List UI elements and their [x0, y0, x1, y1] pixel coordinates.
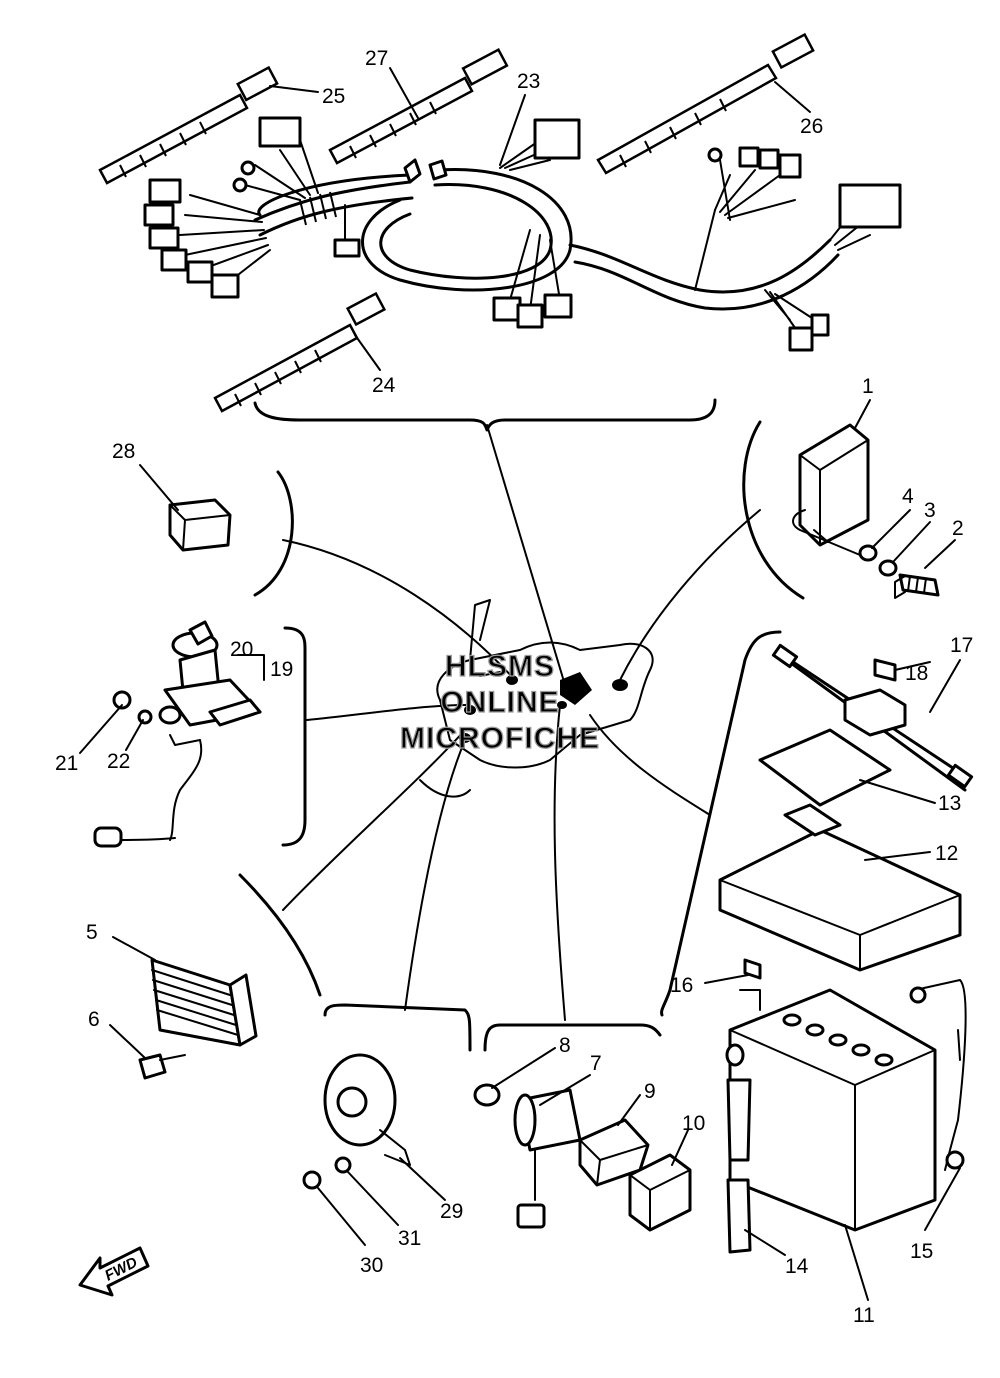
callout-28: 28	[112, 440, 135, 463]
callout-25: 25	[322, 85, 345, 108]
watermark-line-3: MICROFICHE	[400, 722, 600, 755]
callout-2: 2	[952, 517, 964, 540]
part-28-relay	[168, 498, 232, 552]
leader-lines	[282, 424, 761, 1021]
part-29-horn	[302, 1053, 411, 1190]
part-17-fuse-assembly	[771, 643, 974, 792]
callout-30: 30	[360, 1254, 383, 1277]
part-1-cdi-unit	[792, 423, 940, 599]
callout-11: 11	[853, 1304, 875, 1327]
callout-15: 15	[910, 1240, 933, 1263]
group-brackets	[238, 398, 805, 1052]
watermark: HLSMS ONLINE MICROFICHE	[399, 649, 600, 755]
part-11-battery	[725, 958, 967, 1254]
callout-22: 22	[107, 750, 130, 773]
part-7-switch	[473, 1083, 582, 1229]
callout-24: 24	[372, 374, 396, 397]
callout-6: 6	[88, 1008, 100, 1031]
callout-12: 12	[935, 842, 958, 865]
fwd-arrow: FWD	[78, 1246, 150, 1297]
callout-18: 18	[905, 662, 928, 685]
callout-3: 3	[924, 499, 936, 522]
callout-19: 19	[270, 658, 293, 681]
callout-29: 29	[440, 1200, 463, 1223]
callout-4: 4	[902, 485, 914, 508]
callout-5: 5	[86, 921, 98, 944]
part-5-rectifier-regulator	[138, 958, 258, 1080]
callout-26: 26	[800, 115, 823, 138]
callout-13: 13	[938, 792, 961, 815]
part-10-flasher	[628, 1153, 692, 1232]
watermark-line-1: HLSMS	[445, 650, 555, 683]
callout-9: 9	[644, 1080, 656, 1103]
callout-10: 10	[682, 1112, 705, 1135]
callout-23: 23	[517, 70, 540, 93]
callout-21: 21	[55, 752, 78, 775]
callout-17: 17	[950, 634, 973, 657]
callout-16: 16	[670, 974, 693, 997]
cable-tie-25	[98, 65, 279, 185]
cable-tie-24	[213, 291, 387, 413]
frame-location-view	[419, 599, 654, 798]
callout-labels: 25 27 23 26 24 1 4 3 2 28 20 19 21 22 5 …	[55, 47, 973, 1327]
callout-leaders	[79, 67, 961, 1301]
callout-20: 20	[230, 638, 253, 661]
part-13-battery-pad	[758, 728, 892, 807]
part-19-fuel-cock	[93, 620, 265, 848]
callout-8: 8	[559, 1034, 571, 1057]
cable-tie-27	[328, 47, 509, 165]
callout-14: 14	[785, 1255, 809, 1278]
part-12-battery-cover	[718, 803, 962, 972]
cable-tie-26	[596, 32, 815, 175]
callout-31: 31	[398, 1227, 421, 1250]
callout-7: 7	[590, 1052, 602, 1075]
wire-harness	[143, 116, 902, 352]
callout-27: 27	[365, 47, 388, 70]
callout-1: 1	[862, 375, 874, 398]
watermark-line-2: ONLINE	[440, 686, 559, 719]
